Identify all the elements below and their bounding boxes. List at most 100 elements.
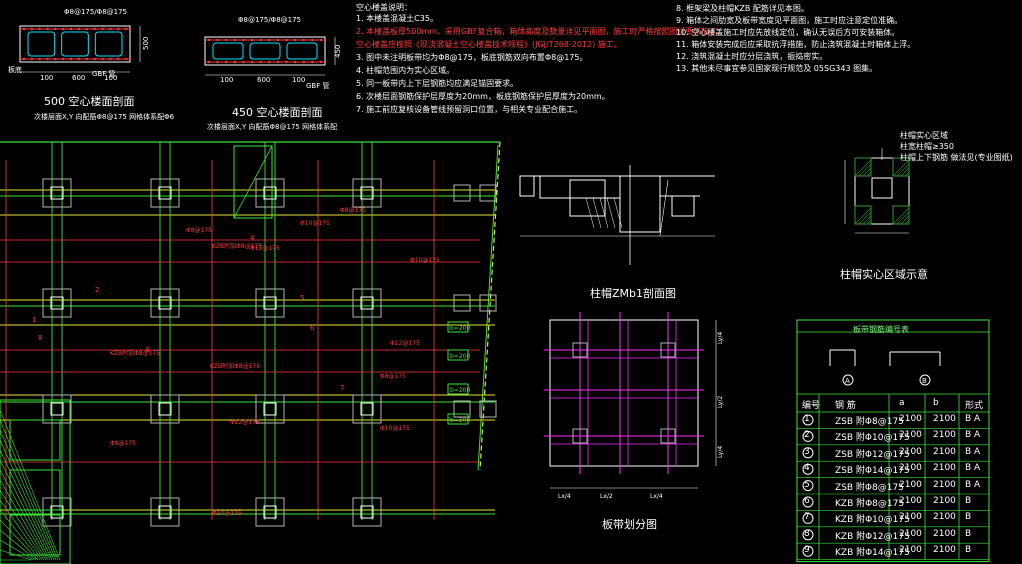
hatch-line [0, 489, 45, 561]
section-450-rebar-dot [311, 60, 314, 64]
section-500-tag: Φ8@175/Φ8@175 [64, 8, 127, 16]
plan-strip-number: 2 [95, 286, 99, 294]
section-450-void-box [286, 42, 318, 60]
section-450-rebar-dot [216, 38, 219, 42]
plan-rebar-tag: Φ8@175 [186, 227, 212, 234]
section-450-rebar-dot [276, 60, 280, 64]
notes-left-heading: 空心楼盖说明： [356, 3, 412, 12]
table-cell: 2100 [899, 446, 922, 457]
stair-box [9, 469, 61, 511]
column-capital [42, 288, 72, 318]
column [50, 402, 64, 416]
column [158, 402, 172, 416]
section-500-rebar-dot [109, 57, 112, 61]
section-500-rebar-dot [93, 57, 96, 61]
table-header-cell: 形式 [965, 401, 984, 411]
plan-tag-label: b=200 [450, 325, 470, 332]
plan-tag-label: b=200 [450, 417, 470, 424]
plan-strip-number: 3 [145, 346, 149, 354]
column [360, 402, 374, 416]
hatch-line [0, 419, 59, 561]
dim-label: 600 [257, 76, 270, 84]
table-cell: ZSB 附Φ10@175 [835, 433, 910, 444]
section-500-rebar-dot [46, 57, 49, 61]
table-cell: ZSB 附Φ14@175 [835, 466, 910, 477]
detail-column [619, 175, 661, 233]
table-cell: 2100 [933, 528, 956, 539]
hollow-zone-column [871, 177, 893, 199]
hollow-zone-hatch [892, 207, 910, 225]
table-cell: ZSB 附Φ8@175 [835, 482, 904, 493]
section-450-rebar-dot [259, 60, 262, 64]
section-500-rebar-dot [101, 27, 104, 31]
shaft-outline [233, 145, 273, 219]
dim-label: 100 [104, 74, 117, 82]
table-cell: 2100 [899, 496, 922, 506]
plan-tag-label: b=200 [450, 387, 470, 394]
hatch-line [0, 479, 47, 561]
column-detail-title: 柱帽ZMb1剖面图 [590, 287, 677, 300]
table-cell: B A [965, 446, 981, 457]
plan-rebar-tag: Φ12@175 [250, 245, 280, 252]
table-cell: 2100 [933, 479, 956, 490]
stair-zone [0, 399, 71, 564]
stair-box [9, 514, 61, 556]
plan-title: 板带划分图 [602, 518, 657, 531]
table-row-index-circle [802, 430, 814, 442]
hollow-zone-hatch [858, 163, 872, 177]
table-cell: 9 [804, 545, 810, 556]
table-cell: B A [965, 430, 981, 441]
plan-rebar-tag: Φ8@175 [340, 207, 366, 214]
edge-column [479, 294, 497, 312]
detail-capital [569, 179, 606, 217]
table-cell: 3 [804, 446, 810, 457]
table-row-index-circle [802, 447, 814, 459]
plan-rebar-tag: Φ12@175 [230, 419, 260, 426]
hollow-zone-hatch [892, 159, 910, 177]
detail-hatch [606, 197, 616, 229]
table-cell: 2100 [933, 463, 956, 474]
section-500-note: 次楼层面X,Y 向配筋Φ8@175 网格体系配Φ6 [34, 113, 175, 121]
section-500-tag: 板底 [8, 65, 22, 74]
section-500-void-box [94, 31, 123, 57]
detail-slab [539, 175, 621, 199]
detail-leader [659, 179, 669, 237]
strip-dim-label: Ly/4 [717, 446, 724, 458]
section-450-rebar-dot [242, 60, 245, 64]
section-450-note: 次楼层面X,Y 向配筋Φ8@175 网格体系配 [207, 123, 338, 131]
hatch-line [0, 439, 55, 561]
table-cell: B A [965, 479, 981, 490]
note-right-line: 9. 箱体之间肋宽及板带宽度见平面图，施工时应注意定位准确。 [676, 16, 903, 25]
column [50, 186, 64, 200]
section-450-outline [204, 36, 326, 66]
section-450-rebar-dot [285, 38, 288, 42]
section-450-rebar-dot [319, 38, 323, 42]
section-450-rebar-dot [268, 60, 271, 64]
plan-strip-number: 7 [340, 384, 344, 392]
section-500-tag: GBF 管 [92, 69, 115, 78]
column-capital [255, 394, 285, 424]
table-cell: 1 [804, 414, 810, 424]
section-500-rebar-dot [116, 57, 120, 61]
table-cell: KZB 附Φ14@175 [835, 548, 910, 559]
table-cell: KZB 附Φ12@175 [835, 531, 910, 542]
table-cell: 2100 [933, 545, 956, 556]
hollow-zone-hatch [862, 167, 872, 177]
section-450-rebar-dot [250, 38, 254, 42]
section-450-rebar-dot [242, 38, 245, 42]
column-capital [352, 497, 382, 527]
section-450-rebar-dot [311, 38, 314, 42]
hollow-zone-hatch [854, 159, 872, 177]
section-450-rebar-dot [233, 38, 237, 42]
plan-tag-box [447, 349, 469, 361]
table-cell: ZSB 附Φ8@175 [835, 417, 904, 427]
table-cell: B A [965, 414, 981, 424]
table-cell: B [965, 528, 972, 539]
hollow-zone-hatch [858, 211, 872, 225]
plan-rebar-tag: Φ10@175 [380, 425, 410, 432]
strip-plan-outline [549, 319, 699, 467]
hollow-zone-hatch [854, 207, 872, 225]
table-cell: 2100 [899, 512, 922, 523]
column-capital [42, 178, 72, 208]
